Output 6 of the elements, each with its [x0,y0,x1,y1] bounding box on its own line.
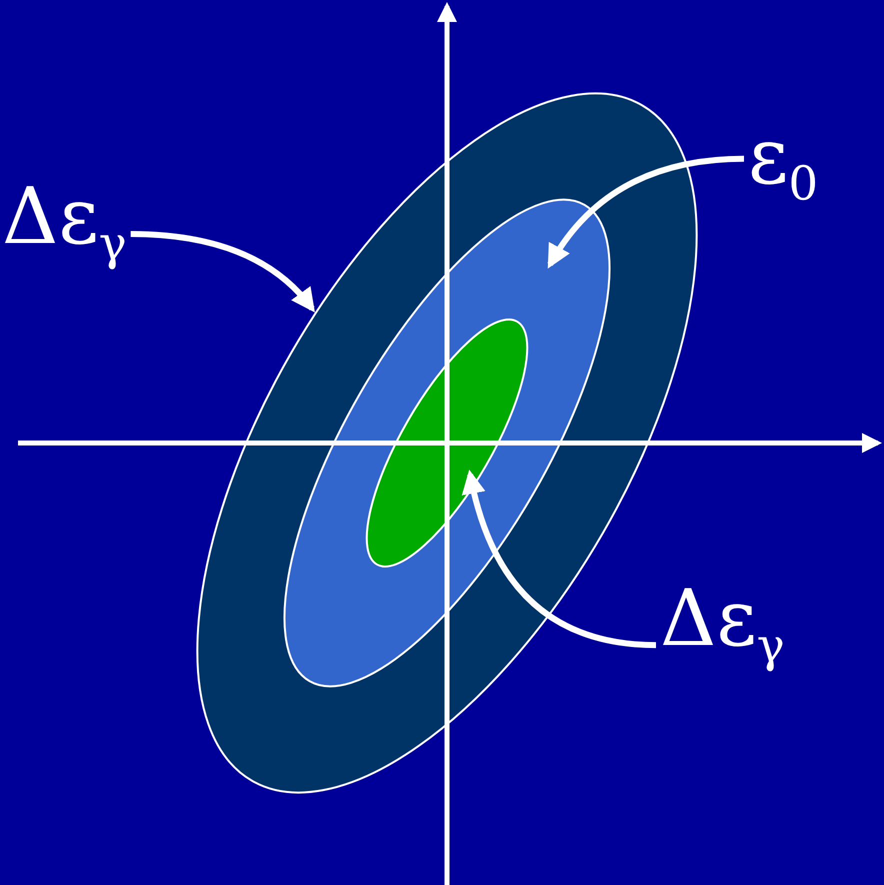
delta-epsilon-label: Δε$_{γ}$ [660,580,785,670]
leader-arrow [130,231,316,312]
delta-epsilon-label: Δε$_{γ}$ [2,178,127,268]
leader-arrow [548,156,744,268]
epsilon-label: ε$_{0}$ [748,118,818,208]
leader-arrow [462,470,656,648]
